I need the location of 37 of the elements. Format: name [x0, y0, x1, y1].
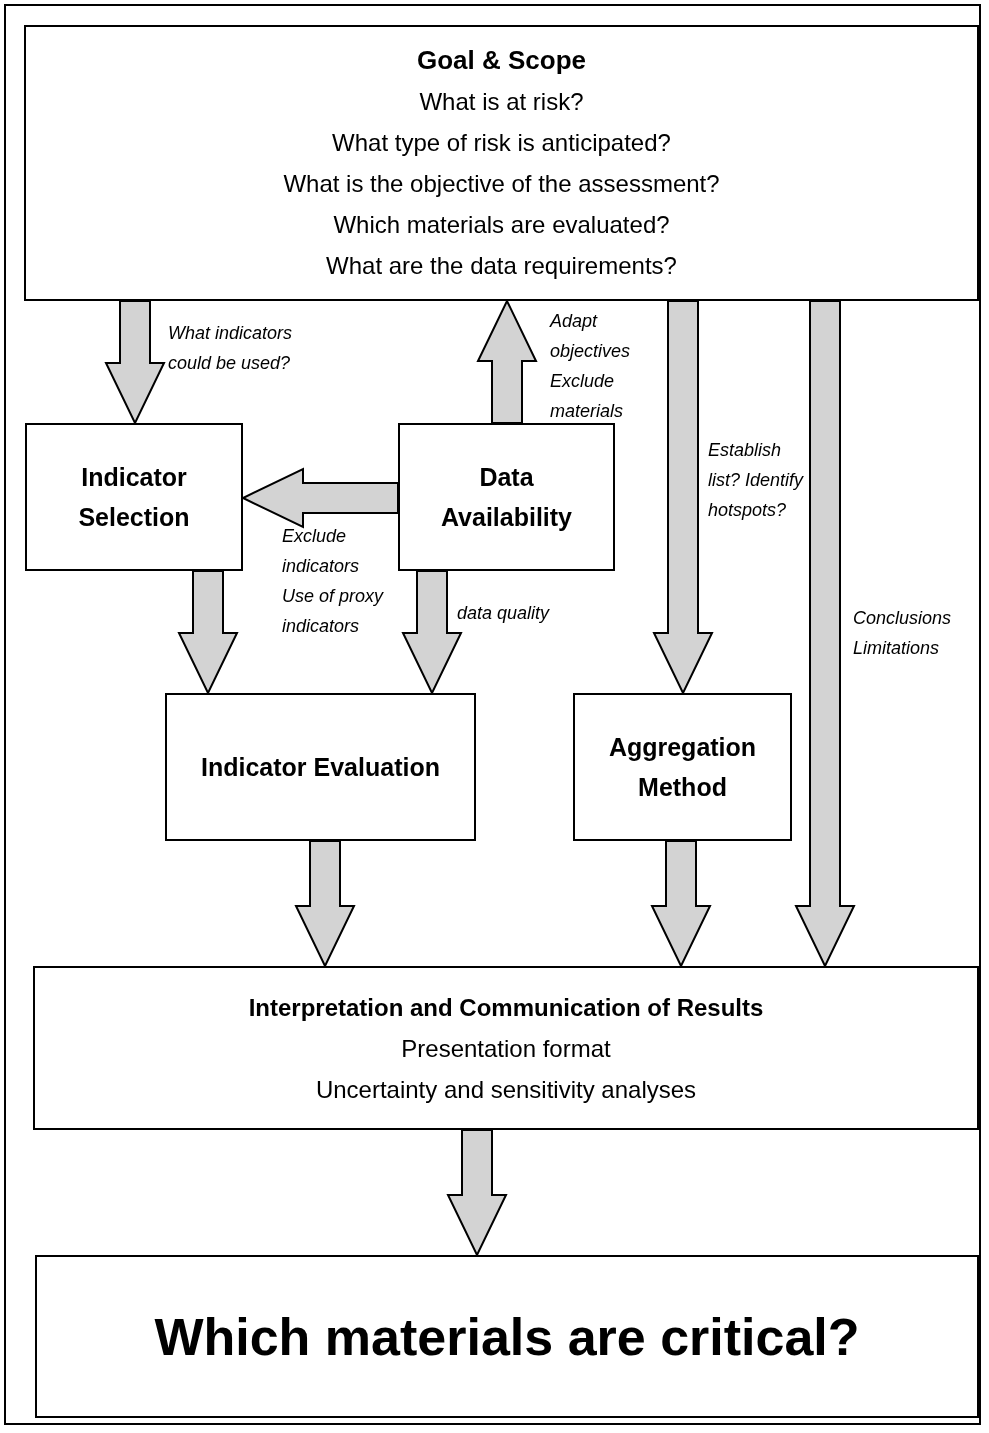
process-box: [33, 966, 979, 1130]
process-box: [24, 25, 979, 301]
edge-label: Conclusions Limitations: [853, 607, 953, 660]
box-text: Uncertainty and sensitivity analyses: [315, 1074, 697, 1105]
block-arrow: [294, 840, 356, 969]
box-text: What is at risk?: [419, 87, 584, 117]
box-title: Interpretation and Communication of Results: [248, 992, 764, 1023]
box-text: What type of risk is anticipated?: [332, 128, 671, 158]
block-arrow: [476, 298, 538, 424]
edge-label: Exclude indicators Use of proxy indicators: [282, 525, 385, 638]
process-box: [165, 693, 476, 841]
box-title: Goal & Scope: [416, 44, 586, 77]
edge-label: What indicators could be used?: [168, 322, 294, 375]
box-text: Which materials are evaluated?: [333, 210, 670, 240]
box-text: Presentation format: [401, 1033, 611, 1064]
block-arrow: [652, 300, 714, 696]
block-arrow: [650, 840, 712, 969]
box-title: Which materials are critical?: [154, 1306, 860, 1367]
box-title: Indicator Evaluation: [201, 752, 440, 783]
process-box: [25, 423, 243, 571]
block-arrow: [794, 300, 856, 969]
edge-label: Establish list? Identify hotspots?: [708, 439, 804, 522]
process-box: [573, 693, 792, 841]
edge-label: data quality: [457, 602, 551, 625]
block-arrow: [401, 570, 463, 696]
process-box: [398, 423, 615, 571]
process-box: [35, 1255, 979, 1418]
block-arrow: [240, 467, 399, 529]
block-arrow: [446, 1129, 508, 1258]
box-title: Aggregation Method: [607, 732, 758, 803]
box-text: What are the data requirements?: [326, 251, 677, 281]
box-title: Indicator Selection: [77, 462, 191, 533]
box-title: Data Availability: [439, 462, 574, 533]
box-text: What is the objective of the assessment?: [283, 169, 720, 199]
block-arrow: [104, 300, 166, 426]
edge-label: Adapt objectives Exclude materials: [550, 310, 632, 423]
block-arrow: [177, 570, 239, 696]
